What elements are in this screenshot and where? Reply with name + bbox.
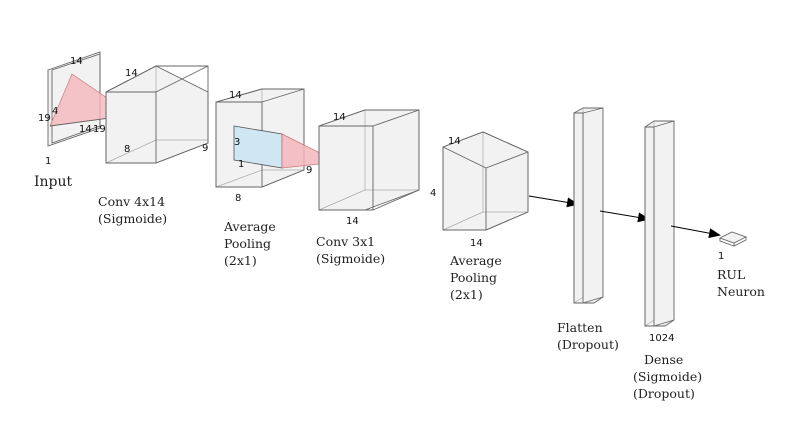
conv2-label-line2: (Sigmoide): [316, 251, 385, 266]
input-layer: 14 19 4 14 19 1 Input: [34, 51, 133, 190]
input-dim-left: 19: [38, 113, 51, 124]
pool1-label-line1: Average: [223, 219, 276, 234]
arrow-flatten-to-dense: [599, 210, 650, 223]
dense-label-line3: (Dropout): [633, 386, 695, 401]
input-dim-bottom-a: 14: [79, 124, 92, 135]
conv1-dim-top: 14: [125, 68, 138, 79]
input-dim-depth: 1: [45, 156, 51, 167]
conv1-dim-depth: 8: [124, 144, 130, 155]
input-label: Input: [34, 174, 73, 190]
dense-label-line2: (Sigmoide): [633, 369, 702, 384]
conv2-dim-right: 4: [430, 188, 436, 199]
conv2-dim-depth: 14: [346, 216, 359, 227]
flatten-block: Flatten (Dropout): [557, 107, 619, 352]
pool1-dim-kernel-h: 3: [234, 137, 240, 148]
output-label-line2: Neuron: [717, 284, 765, 299]
pool1-dim-depth: 8: [235, 193, 241, 204]
arrow-pool2-to-flatten: [528, 195, 579, 208]
pool1-label-line3: (2x1): [224, 253, 257, 268]
output-neuron: 1 RUL Neuron: [717, 231, 765, 299]
output-label-line1: RUL: [717, 267, 745, 282]
conv1-label-line2: (Sigmoide): [98, 211, 167, 226]
pool2-label-line3: (2x1): [450, 287, 483, 302]
conv2-dim-top: 14: [333, 112, 346, 123]
pool2-dim-depth: 14: [470, 238, 483, 249]
output-dim-size: 1: [718, 251, 724, 262]
dense-dim-size: 1024: [649, 333, 674, 344]
pool2-block: 14 14 Average Pooling (2x1): [442, 131, 529, 302]
flatten-label-line1: Flatten: [557, 320, 603, 335]
input-dim-inner: 4: [52, 106, 58, 117]
flatten-label-line2: (Dropout): [557, 337, 619, 352]
conv2-label-line1: Conv 3x1: [316, 234, 375, 249]
pool1-dim-right: 9: [306, 165, 312, 176]
conv1-block: 14 8 9 Conv 4x14 (Sigmoide): [98, 65, 209, 226]
pool1-dim-top: 14: [229, 90, 242, 101]
arrow-dense-to-output: [670, 225, 721, 239]
conv1-dim-right: 9: [202, 143, 208, 154]
conv2-block: 14 4 14 Conv 3x1 (Sigmoide): [316, 109, 436, 266]
pool1-label-line2: Pooling: [224, 236, 271, 251]
dense-label-line1: Dense: [644, 352, 683, 367]
pool2-label-line2: Pooling: [450, 270, 497, 285]
input-dim-top: 14: [70, 56, 83, 67]
pool2-label-line1: Average: [449, 253, 502, 268]
pool2-dim-top: 14: [448, 136, 461, 147]
conv1-label-line1: Conv 4x14: [98, 194, 165, 209]
dense-block: 1024 Dense (Sigmoide) (Dropout): [633, 120, 702, 401]
pool1-dim-kernel-w: 1: [238, 159, 244, 170]
input-dim-bottom-b: 19: [93, 124, 106, 135]
pool1-block: 14 3 1 9 8 Average Pooling (2x1): [215, 88, 340, 268]
